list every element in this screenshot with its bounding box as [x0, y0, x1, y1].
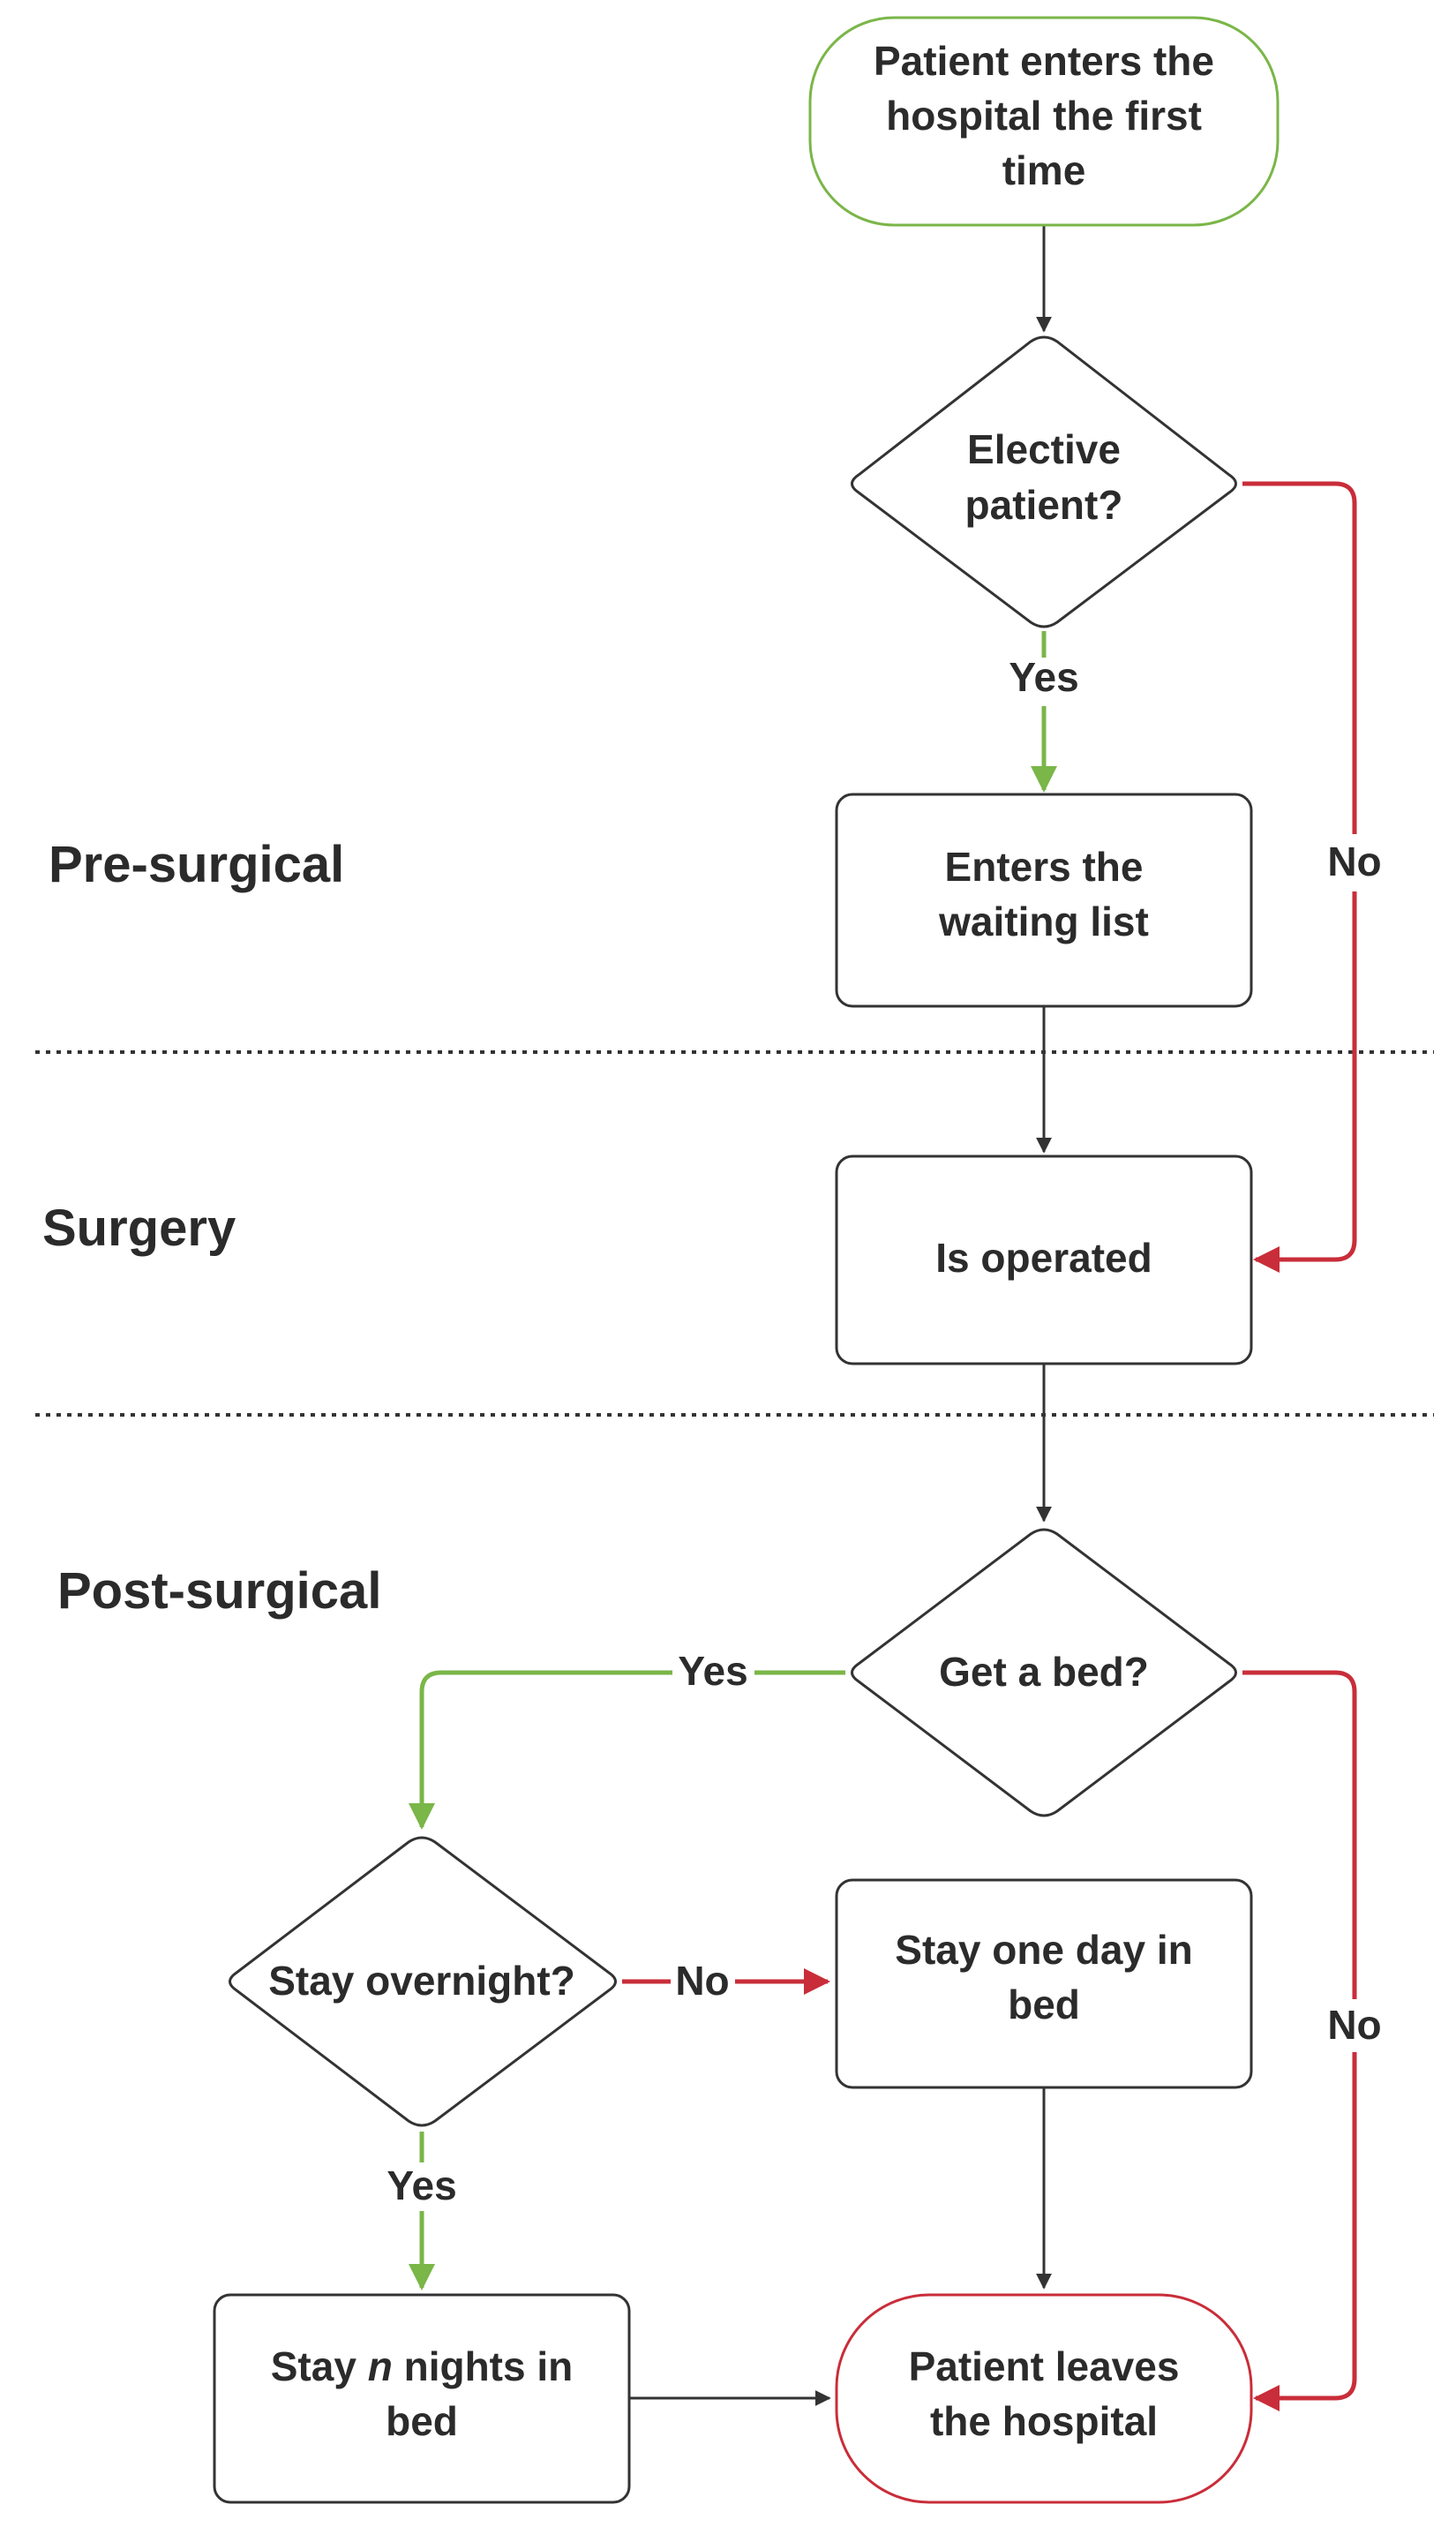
node-elective-line-2: patient? — [965, 482, 1123, 528]
node-stay-one-day: Stay one day in bed — [835, 1878, 1253, 2089]
node-waiting-list-line-2: waiting list — [938, 899, 1149, 944]
node-stay-n-nights-variable: n — [368, 2343, 393, 2389]
node-end-shape — [835, 2293, 1253, 2504]
section-label-pre-surgical: Pre-surgical — [49, 836, 344, 893]
edge-label-elective-no: No — [1327, 839, 1381, 884]
node-operated-line-1: Is operated — [935, 1235, 1152, 1281]
node-elective-shape — [851, 335, 1237, 628]
node-stay-n-nights-line-1-post: nights in — [393, 2343, 573, 2389]
node-stay-n-nights-line-1: Stay n nights in — [271, 2343, 573, 2389]
node-elective-decision: Elective patient? — [851, 335, 1237, 628]
node-get-bed-shape — [851, 1528, 1237, 1817]
edge-label-elective-yes: Yes — [1009, 654, 1078, 700]
node-stay-one-day-shape — [835, 1878, 1253, 2089]
node-end: Patient leaves the hospital — [835, 2293, 1253, 2504]
node-stay-one-day-line-2: bed — [1008, 1982, 1080, 2027]
edge-elective-no-lower — [1253, 891, 1357, 1273]
edge-bed-yes-left — [409, 1670, 672, 1830]
node-start-line-3: time — [1002, 147, 1086, 193]
node-get-bed-line-1: Get a bed? — [939, 1649, 1149, 1695]
edge-bed-no-lower — [1253, 2052, 1357, 2411]
node-waiting-list-line-1: Enters the — [945, 844, 1144, 890]
node-stay-one-day-line-1: Stay one day in — [895, 1927, 1192, 1973]
node-stay-overnight-shape — [229, 1836, 617, 2127]
edge-label-bed-yes: Yes — [678, 1648, 747, 1694]
node-start-line-1: Patient enters the — [874, 38, 1214, 84]
edge-label-overnight-yes: Yes — [387, 2162, 456, 2208]
node-end-line-1: Patient leaves — [909, 2343, 1180, 2389]
section-label-post-surgical: Post-surgical — [57, 1562, 381, 1620]
node-stay-n-nights-shape — [213, 2293, 631, 2504]
node-stay-overnight-decision: Stay overnight? — [229, 1836, 617, 2127]
node-waiting-list-shape — [835, 793, 1253, 1008]
node-stay-n-nights-line-1-pre: Stay — [271, 2343, 368, 2389]
node-operated: Is operated — [835, 1154, 1253, 1365]
section-label-surgery: Surgery — [42, 1200, 236, 1257]
edge-elective-no — [1242, 481, 1357, 834]
node-operated-shape — [835, 1154, 1253, 1365]
edge-bed-no-upper — [1242, 1670, 1357, 1999]
edge-label-overnight-no: No — [675, 1958, 729, 2004]
node-stay-n-nights-line-2: bed — [386, 2398, 458, 2444]
edge-label-bed-no: No — [1327, 2002, 1381, 2048]
node-start-shape — [808, 16, 1280, 227]
node-start-line-2: hospital the first — [886, 93, 1202, 139]
node-stay-overnight-line-1: Stay overnight? — [268, 1958, 575, 2004]
node-waiting-list: Enters the waiting list — [835, 793, 1253, 1008]
node-start: Patient enters the hospital the first ti… — [808, 16, 1280, 227]
node-get-bed-decision: Get a bed? — [851, 1528, 1237, 1817]
node-end-line-2: the hospital — [930, 2398, 1158, 2444]
node-stay-n-nights: Stay n nights in bed — [213, 2293, 631, 2504]
node-elective-line-1: Elective — [967, 426, 1121, 472]
